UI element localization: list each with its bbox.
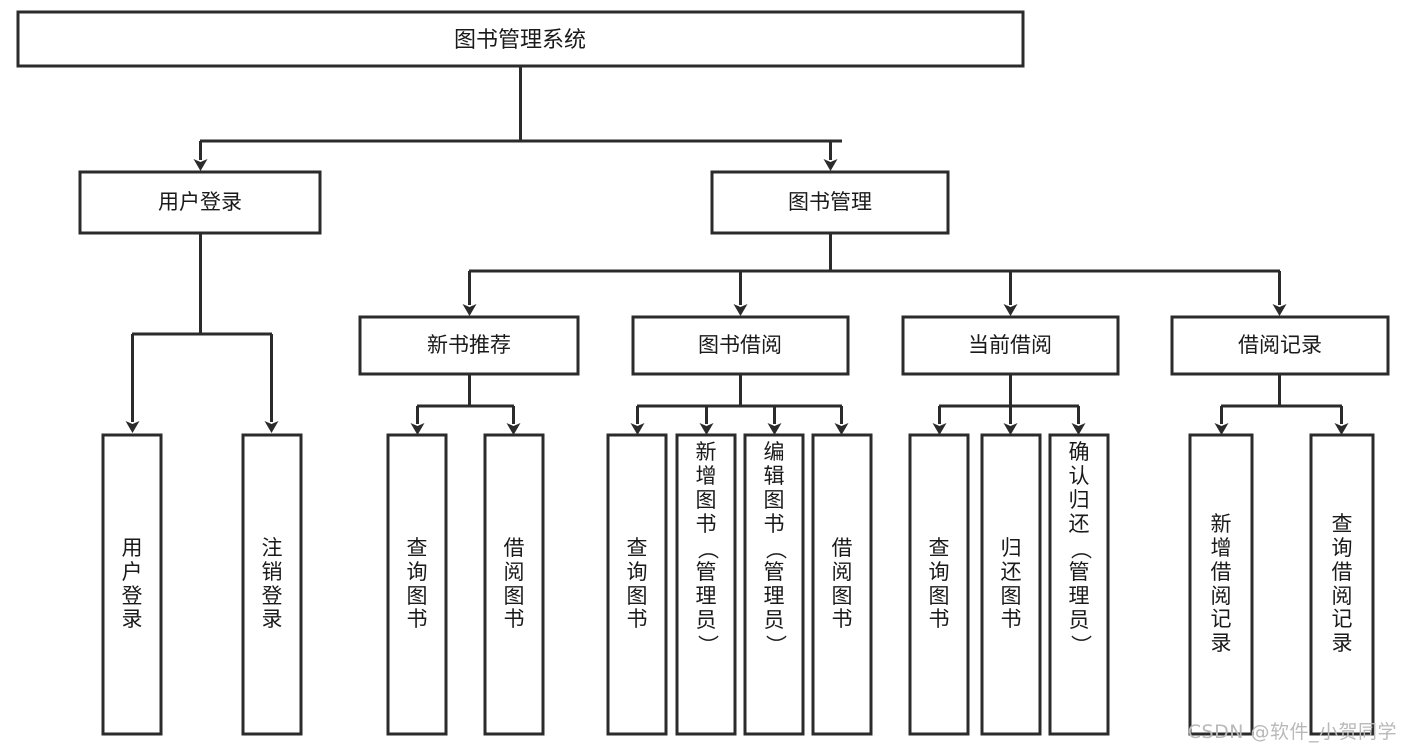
connector-book-borrow-to-leaves bbox=[630, 374, 849, 435]
node-current-borrow[interactable]: 当前借阅 bbox=[901, 315, 1120, 376]
node-user-login-label: 用户登录 bbox=[158, 190, 242, 214]
node-root-system[interactable]: 图书管理系统 bbox=[16, 10, 1025, 68]
leaf-node[interactable] bbox=[980, 433, 1042, 736]
leaf-node[interactable] bbox=[1188, 433, 1254, 736]
leaf-node[interactable] bbox=[241, 433, 303, 736]
node-borrow-record-label: 借阅记录 bbox=[1238, 333, 1322, 357]
leaf-node[interactable] bbox=[1309, 433, 1375, 736]
leaf-node[interactable] bbox=[1048, 433, 1110, 736]
node-book-borrow[interactable]: 图书借阅 bbox=[631, 315, 850, 376]
connector-book-manage-to-level2 bbox=[462, 233, 1287, 316]
leaf-node[interactable] bbox=[908, 433, 970, 736]
leaf-node[interactable] bbox=[101, 433, 163, 736]
node-book-borrow-label: 图书借阅 bbox=[698, 333, 782, 357]
leaf-node[interactable] bbox=[675, 433, 737, 736]
leaf-node[interactable] bbox=[606, 433, 668, 736]
leaf-node-rects bbox=[101, 433, 1375, 736]
leaf-node[interactable] bbox=[386, 433, 448, 736]
leaf-node[interactable] bbox=[483, 433, 545, 736]
leaf-node[interactable] bbox=[743, 433, 805, 736]
node-book-manage-label: 图书管理 bbox=[788, 190, 872, 214]
connector-new-book-recommend-to-leaves bbox=[410, 374, 521, 435]
connector-root-to-level1 bbox=[193, 66, 842, 171]
node-user-login[interactable]: 用户登录 bbox=[78, 170, 322, 235]
watermark-text: CSDN @软件_小贺同学 bbox=[1187, 721, 1397, 743]
connector-user-login-to-leaves bbox=[125, 233, 279, 433]
node-borrow-record[interactable]: 借阅记录 bbox=[1170, 315, 1390, 376]
node-new-book-recommend-label: 新书推荐 bbox=[427, 333, 511, 357]
node-root-label: 图书管理系统 bbox=[454, 28, 586, 53]
node-book-manage[interactable]: 图书管理 bbox=[710, 170, 950, 235]
leaf-node[interactable] bbox=[811, 433, 873, 736]
connector-current-borrow-to-leaves bbox=[932, 374, 1086, 435]
node-new-book-recommend[interactable]: 新书推荐 bbox=[358, 315, 580, 376]
connector-borrow-record-to-leaves bbox=[1214, 374, 1349, 435]
node-current-borrow-label: 当前借阅 bbox=[968, 333, 1052, 357]
